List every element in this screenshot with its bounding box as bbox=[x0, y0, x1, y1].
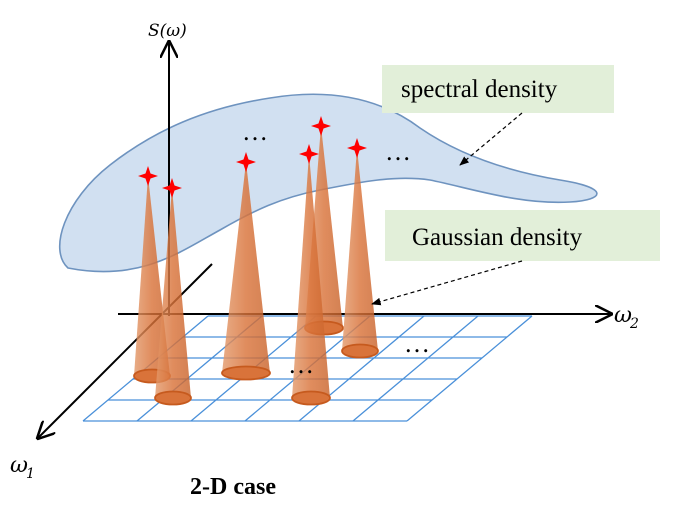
gaussian-cone bbox=[154, 188, 192, 406]
figure-caption: 2-D case bbox=[190, 474, 276, 500]
star-icon bbox=[311, 116, 331, 136]
gaussian-cone bbox=[221, 162, 271, 381]
spectral-density-surface bbox=[58, 93, 598, 273]
star-icon bbox=[138, 166, 158, 186]
gaussian-cone bbox=[341, 148, 379, 359]
spectral-label-box bbox=[382, 65, 614, 113]
s-axis-label: S(ω) bbox=[148, 21, 187, 41]
w2-axis-label: ω 2 bbox=[614, 303, 639, 332]
gaussian-label-box bbox=[385, 210, 660, 261]
gaussian-density-callout: Gaussian density bbox=[371, 210, 660, 306]
star-icon bbox=[236, 152, 256, 172]
spectral-density-callout: spectral density bbox=[382, 65, 614, 166]
w1-axis-label: ω 1 bbox=[10, 453, 35, 482]
peak-markers bbox=[138, 116, 367, 198]
star-icon bbox=[347, 138, 367, 158]
svg-text:ω: ω bbox=[10, 453, 28, 478]
ellipsis-mark: … bbox=[404, 329, 430, 358]
ellipsis-mark: … bbox=[242, 117, 268, 146]
ellipsis-mark: … bbox=[288, 350, 314, 379]
gaussian-cone bbox=[291, 154, 331, 406]
star-icon bbox=[299, 144, 319, 164]
svg-text:ω: ω bbox=[614, 303, 632, 328]
spectral-density-label: spectral density bbox=[401, 76, 558, 103]
w1-axis-line bbox=[38, 263, 213, 438]
gaussian-cones bbox=[133, 126, 379, 406]
svg-text:2: 2 bbox=[629, 316, 639, 332]
gaussian-density-label: Gaussian density bbox=[412, 224, 583, 251]
ellipsis-mark: … bbox=[385, 137, 411, 166]
star-icon bbox=[162, 178, 182, 198]
svg-text:1: 1 bbox=[26, 466, 35, 482]
